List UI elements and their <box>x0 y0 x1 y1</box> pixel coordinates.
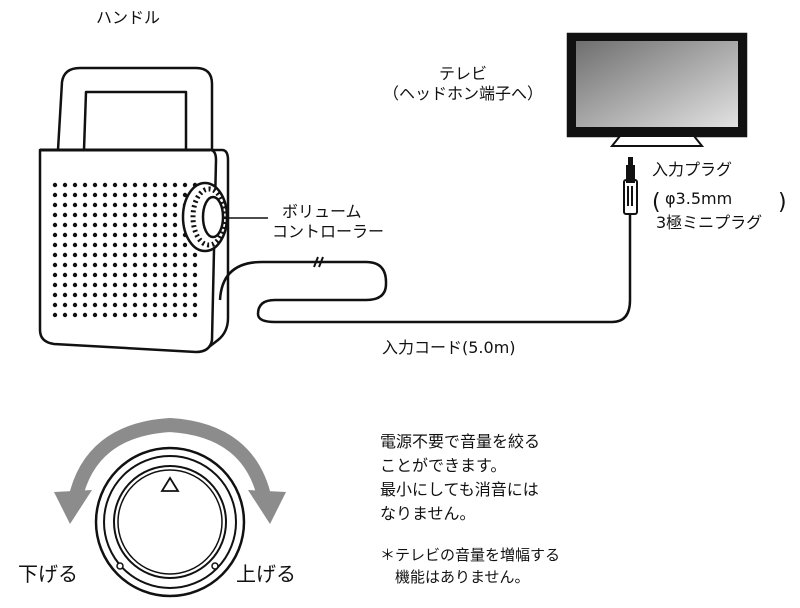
volume-label: ボリューム コントローラー <box>272 202 384 242</box>
warning-line1: ＊テレビの音量を増幅する <box>380 546 561 564</box>
raise-label: 上げる <box>236 562 296 586</box>
note-line4: なりません。 <box>380 504 476 523</box>
max-dot <box>211 562 219 570</box>
min-dot <box>116 562 124 570</box>
volume-dial-closeup <box>54 417 286 598</box>
note-text: 電源不要で音量を絞る ことができます。 最小にしても消音には なりません。 <box>380 430 540 526</box>
lower-label: 下げる <box>18 562 78 586</box>
note-line2: ことができます。 <box>380 456 507 475</box>
dial-marker <box>160 476 180 492</box>
tv-label-line2: （ヘッドホン端子へ） <box>382 84 543 103</box>
arrow-head-left <box>54 490 92 524</box>
tv-label-line1: テレビ <box>438 64 487 83</box>
input-plug <box>623 157 638 215</box>
warning-text: ＊テレビの音量を増幅する 機能はありません。 <box>380 544 560 588</box>
plug-label-line1: 入力プラグ <box>652 160 733 179</box>
warning-line2: 機能はありません。 <box>380 568 530 586</box>
plug-paren-close: ) <box>778 190 787 215</box>
handle-label: ハンドル <box>96 8 161 27</box>
tv-label: テレビ （ヘッドホン端子へ） <box>378 64 548 104</box>
direction-arrow <box>68 417 272 502</box>
cord-label: 入力コード(5.0m) <box>382 338 516 357</box>
plug-paren-open: ( <box>652 190 661 215</box>
volume-label-line1: ボリューム <box>282 202 362 221</box>
volume-label-line2: コントローラー <box>272 222 385 241</box>
television <box>566 32 748 147</box>
speaker-unit <box>38 66 230 354</box>
speaker-grill <box>50 182 200 322</box>
handle-shape <box>56 66 214 152</box>
plug-label-line2: φ3.5mm <box>665 189 733 208</box>
note-line3: 最小にしても消音には <box>380 480 539 499</box>
plug-label: 入力プラグ <box>652 160 732 180</box>
note-line1: 電源不要で音量を絞る <box>380 432 541 451</box>
volume-knob[interactable] <box>181 181 229 253</box>
cord-break-mark <box>313 256 324 268</box>
input-cord <box>218 212 632 324</box>
plug-label-line3: 3極ミニプラグ <box>656 213 763 232</box>
arrow-head-right <box>248 490 286 524</box>
